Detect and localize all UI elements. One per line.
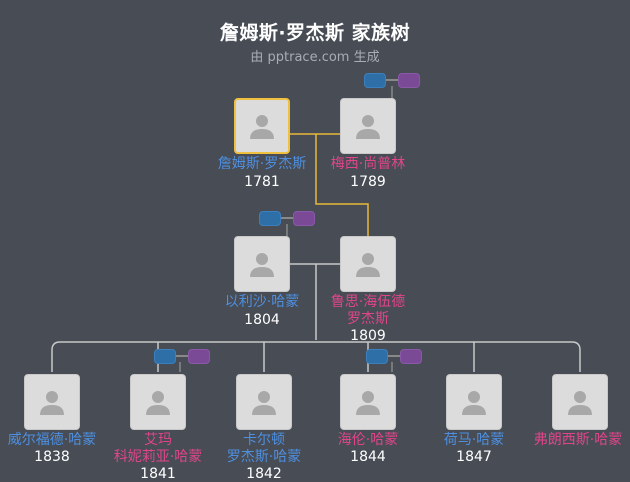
person-year: 1789 <box>350 174 386 190</box>
person-name: 荷马·哈蒙 <box>443 432 505 448</box>
person-year: 1847 <box>456 449 492 465</box>
person-card-mercy[interactable] <box>340 98 396 154</box>
ring-link <box>176 355 188 357</box>
person-name: 鲁思·海伍德 <box>330 294 406 310</box>
ring-purple <box>400 349 422 364</box>
ring-link <box>386 79 398 81</box>
person-year: 1842 <box>246 466 282 482</box>
person-card-ruth[interactable] <box>340 236 396 292</box>
person-year: 1838 <box>34 449 70 465</box>
person-silhouette-icon <box>462 391 486 415</box>
person-silhouette-icon <box>250 115 274 139</box>
person-silhouette-icon <box>40 391 64 415</box>
ring-purple <box>188 349 210 364</box>
person-name: 詹姆斯·罗杰斯 <box>217 156 307 172</box>
person-year: 1781 <box>244 174 280 190</box>
children-bus-line <box>51 341 581 372</box>
person-silhouette-icon <box>146 391 170 415</box>
person-card-elisha[interactable] <box>234 236 290 292</box>
marriage-rings-icon[interactable] <box>259 211 315 227</box>
person-name: 卡尔顿 <box>243 432 285 448</box>
person-name-line2: 罗杰斯·哈蒙 <box>226 449 302 465</box>
lineage-line-gen1 <box>315 134 369 236</box>
person-name: 以利沙·哈蒙 <box>224 294 300 310</box>
person-name: 威尔福德·哈蒙 <box>7 432 97 448</box>
person-year: 1841 <box>140 466 176 482</box>
ring-link <box>388 355 400 357</box>
person-silhouette-icon <box>250 253 274 277</box>
person-card-emma[interactable] <box>130 374 186 430</box>
person-name-line2: 罗杰斯 <box>347 311 389 327</box>
person-card-james[interactable] <box>234 98 290 154</box>
marriage-rings-icon[interactable] <box>154 349 210 365</box>
page-title: 詹姆斯·罗杰斯 家族树 <box>219 22 411 44</box>
ring-blue <box>154 349 176 364</box>
person-silhouette-icon <box>568 391 592 415</box>
person-name: 梅西·尚普林 <box>330 156 406 172</box>
person-card-frances[interactable] <box>552 374 608 430</box>
person-card-carlton[interactable] <box>236 374 292 430</box>
ring-link <box>281 217 293 219</box>
marriage-rings-icon[interactable] <box>364 73 420 89</box>
ring-purple <box>293 211 315 226</box>
marriage-rings-icon[interactable] <box>366 349 422 365</box>
ring-blue <box>259 211 281 226</box>
person-year: 1844 <box>350 449 386 465</box>
person-silhouette-icon <box>252 391 276 415</box>
ring-blue <box>364 73 386 88</box>
ring-purple <box>398 73 420 88</box>
person-year: 1809 <box>350 328 386 344</box>
person-silhouette-icon <box>356 391 380 415</box>
person-silhouette-icon <box>356 253 380 277</box>
person-card-wilford[interactable] <box>24 374 80 430</box>
person-silhouette-icon <box>356 115 380 139</box>
person-card-helen[interactable] <box>340 374 396 430</box>
person-name: 弗朗西斯·哈蒙 <box>533 432 623 448</box>
person-card-homer[interactable] <box>446 374 502 430</box>
person-name: 海伦·哈蒙 <box>337 432 399 448</box>
person-year: 1804 <box>244 312 280 328</box>
person-name-line2: 科妮莉亚·哈蒙 <box>113 449 203 465</box>
page-subtitle: 由 pptrace.com 生成 <box>250 50 380 65</box>
ring-blue <box>366 349 388 364</box>
person-name: 艾玛 <box>144 432 172 448</box>
